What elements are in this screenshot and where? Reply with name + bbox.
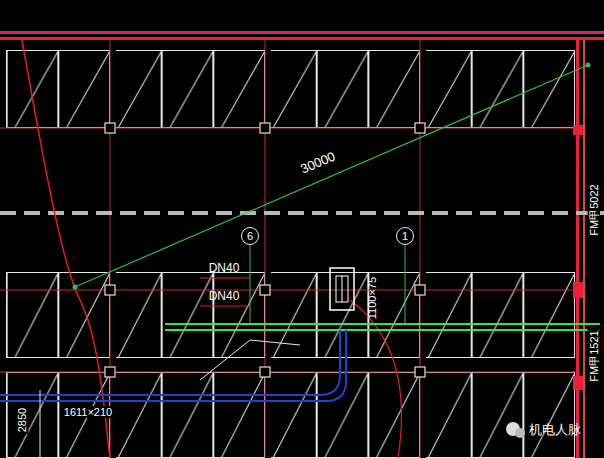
axis-number: 6 bbox=[247, 231, 253, 242]
axis-circle: 6 bbox=[241, 227, 259, 245]
axis-circle: 1 bbox=[396, 227, 414, 245]
door-tag: FM甲5022 bbox=[588, 182, 600, 237]
pipe-size: DN40 bbox=[209, 262, 240, 275]
dimension-text: 30000 bbox=[297, 148, 340, 177]
axis-number: 1 bbox=[402, 231, 408, 242]
door-tag: FM甲1521 bbox=[588, 328, 600, 383]
duct-size: 1611×210 bbox=[62, 406, 114, 418]
pipe-size: DN40 bbox=[209, 290, 240, 303]
equipment-size: 1100×75 bbox=[366, 277, 378, 319]
dimension-text: 2850 bbox=[16, 406, 28, 434]
watermark: 机电人脉 bbox=[529, 423, 581, 437]
